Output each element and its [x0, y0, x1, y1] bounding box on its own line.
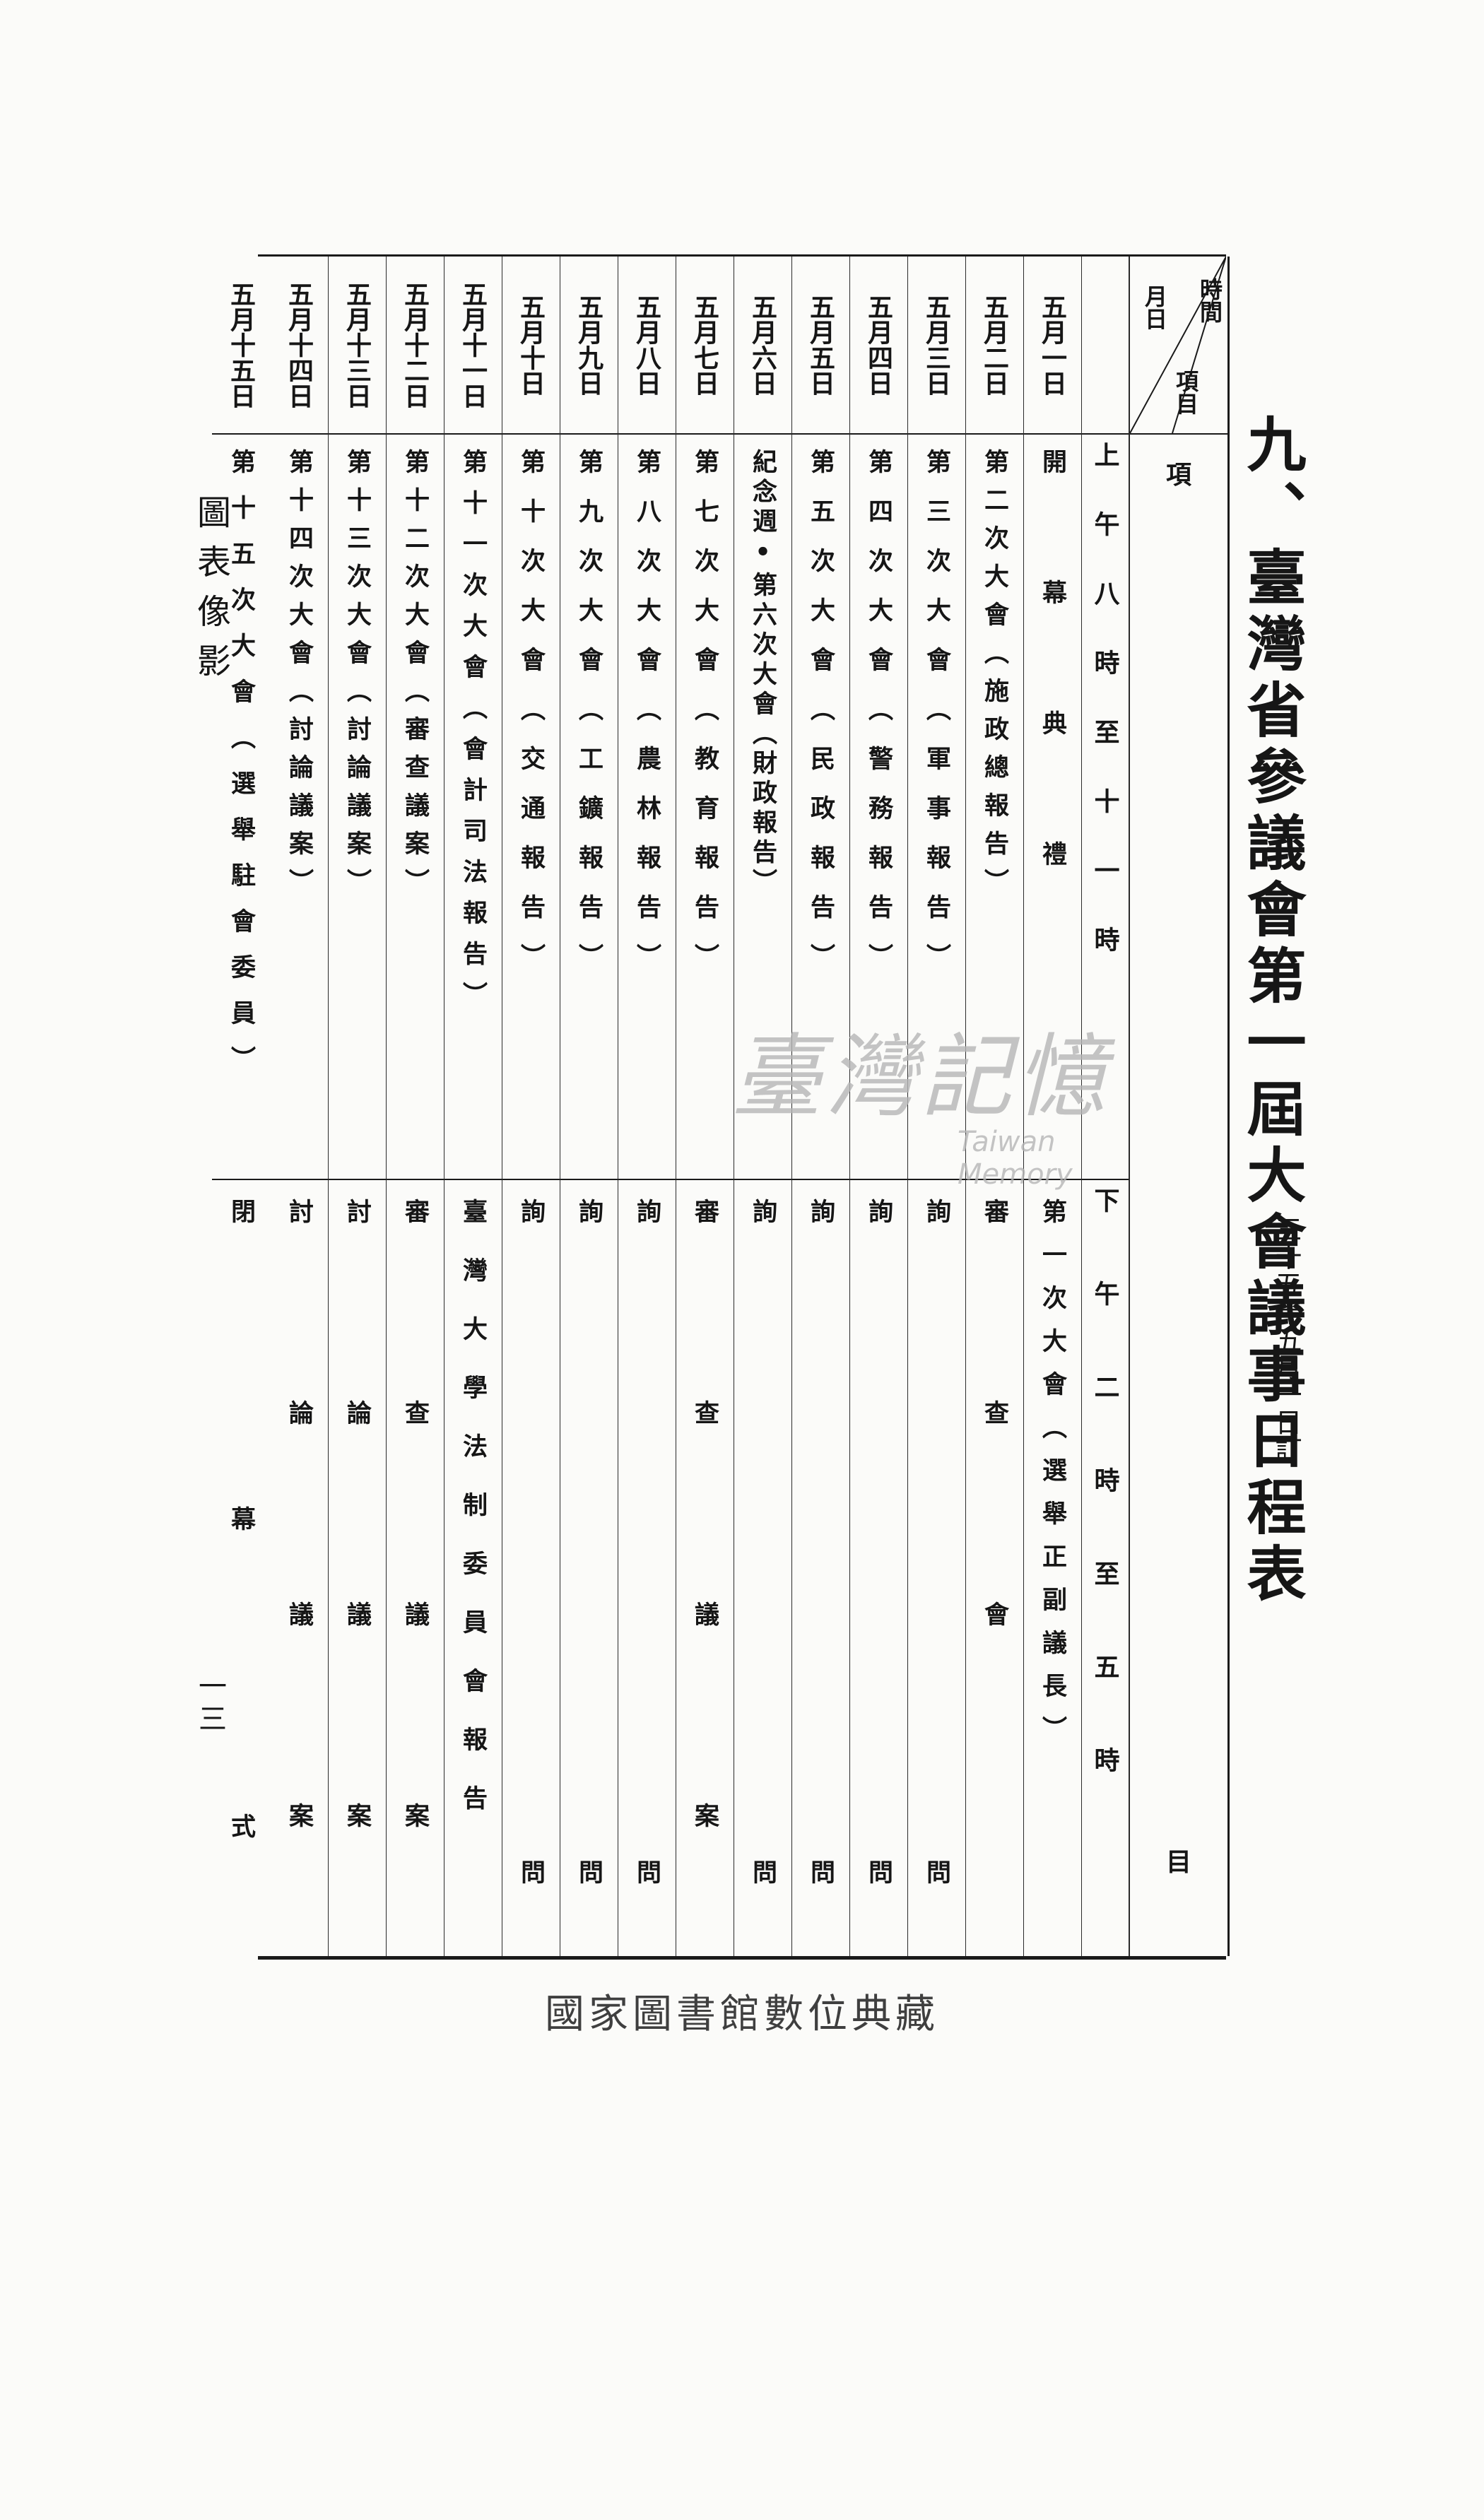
day-morning: 第五次大會（民政報告）: [806, 449, 835, 993]
day-date: 五月八日: [632, 294, 661, 396]
day-afternoon: 臺灣大學法制委員會報告: [459, 1199, 488, 1844]
day-morning: 第三次大會（軍事報告）: [922, 449, 951, 993]
header-corner-cell: 時間 月日 項目: [1130, 257, 1227, 435]
day-column-12: 五月十二日 第十二次大會（審查議案） 審查議案: [386, 257, 444, 2004]
day-morning: 第八次大會（農林報告）: [632, 449, 661, 993]
day-morning: 第十二次大會（審查議案）: [401, 449, 430, 907]
day-column-15: 五月十五日 第十五次大會（選舉駐會委員） 閉幕式: [212, 257, 270, 2121]
day-column-3: 五月三日 第三次大會（軍事報告） 詢問: [907, 257, 966, 2520]
day-column-4: 五月四日 第四次大會（警務報告） 詢問: [849, 257, 908, 2520]
day-morning: 第七次大會（教育報告）: [690, 449, 719, 993]
day-morning: 第十五次大會（選舉駐會委員）: [227, 449, 256, 1092]
day-column-6: 五月六日 紀念週•第六次大會（財政報告） 詢問: [734, 257, 792, 2520]
day-morning: 第四次大會（警務報告）: [864, 449, 893, 993]
day-afternoon: 第一次大會（選舉正副議長）: [1038, 1199, 1067, 1759]
day-date: 五月四日: [864, 294, 893, 396]
time-column-top: [1081, 257, 1129, 435]
day-morning: 第十一次大會（會計司法報告）: [459, 449, 488, 1023]
time-afternoon-cell: 下午二時至五時: [1081, 1179, 1129, 1956]
section-label: 圖表像影: [191, 495, 230, 693]
header-item-char-bottom: 目: [1165, 1847, 1191, 1877]
day-afternoon: 審查會: [980, 1199, 1009, 1803]
day-date: 五月五日: [806, 294, 835, 396]
day-afternoon: 詢問: [632, 1199, 661, 2520]
day-afternoon: 審查議案: [401, 1199, 430, 2004]
day-date: 五月十三日: [342, 281, 372, 408]
day-date: 五月一日: [1037, 294, 1067, 396]
day-morning: 第十次大會（交通報告）: [517, 449, 546, 993]
time-afternoon-label: 下午二時至五時: [1090, 1187, 1120, 1840]
header-item-char-top: 項: [1165, 460, 1191, 490]
day-date: 五月十一日: [458, 281, 488, 408]
day-date: 五月十四日: [284, 281, 314, 408]
day-date: 五月六日: [748, 294, 777, 396]
corner-label-item: 項目: [1172, 370, 1199, 415]
day-afternoon: 詢問: [575, 1199, 603, 2520]
day-column-10: 五月十日 第十次大會（交通報告） 詢問: [502, 257, 560, 2520]
day-column-13: 五月十三日 第十三次大會（討論議案） 討論議案: [328, 257, 387, 2004]
day-afternoon: 詢問: [864, 1199, 893, 2520]
day-morning: 第二次大會（施政總報告）: [980, 449, 1009, 907]
day-morning: 第九次大會（工鑛報告）: [575, 449, 603, 993]
day-date: 五月二日: [979, 294, 1009, 396]
corner-label-time: 時間: [1196, 278, 1223, 323]
time-column: 上午八時至十一時 下午二時至五時: [1081, 257, 1129, 1956]
time-morning-cell: 上午八時至十一時: [1081, 433, 1129, 1180]
day-column-2: 五月二日 第二次大會（施政總報告） 審查會: [965, 257, 1024, 1956]
day-afternoon: 詢問: [517, 1199, 546, 2520]
corner-diagonal-lines: [1130, 257, 1226, 433]
day-afternoon: 審查議案: [690, 1199, 719, 2004]
day-column-7: 五月七日 第七次大會（教育報告） 審查議案: [676, 257, 734, 2004]
day-date: 五月三日: [921, 294, 951, 396]
footer-credit: 國家圖書館數位典藏: [545, 1991, 939, 2037]
day-afternoon: 討論議案: [285, 1199, 314, 2004]
revision-date: 三十五年五月一日訂: [1271, 1215, 1302, 1464]
day-afternoon: 詢問: [922, 1199, 951, 2520]
day-date: 五月十二日: [400, 281, 430, 408]
day-date: 五月七日: [690, 294, 719, 396]
day-date: 五月十五日: [226, 281, 256, 408]
day-morning: 第十四次大會（討論議案）: [285, 449, 314, 907]
day-afternoon: 閉幕式: [227, 1199, 256, 2121]
page-number: 一三: [194, 1671, 226, 1736]
header-item-cell: 項 目: [1130, 433, 1227, 1956]
day-column-8: 五月八日 第八次大會（農林報告） 詢問: [618, 257, 676, 2520]
day-afternoon: 討論議案: [343, 1199, 372, 2004]
day-afternoon: 詢問: [748, 1199, 777, 2520]
day-afternoon: 詢問: [806, 1199, 835, 2520]
day-column-9: 五月九日 第九次大會（工鑛報告） 詢問: [560, 257, 618, 2520]
day-date: 五月九日: [574, 294, 603, 396]
time-morning-label: 上午八時至十一時: [1090, 442, 1120, 996]
day-column-14: 五月十四日 第十四次大會（討論議案） 討論議案: [270, 257, 329, 2004]
schedule-table: 時間 月日 項目 項 目 上午八時至十一時 下午二時至五時 五月一日 開幕典禮 …: [212, 254, 1230, 2520]
day-column-11: 五月十一日 第十一次大會（會計司法報告） 臺灣大學法制委員會報告: [444, 257, 502, 1956]
day-morning: 紀念週•第六次大會（財政報告）: [748, 449, 777, 898]
day-column-1: 五月一日 開幕典禮 第一次大會（選舉正副議長）: [1023, 257, 1082, 1956]
day-morning: 開幕典禮: [1038, 449, 1067, 972]
page-title: 九、臺灣省參議會第一屆大會議事日程表: [1237, 413, 1307, 1609]
day-column-5: 五月五日 第五次大會（民政報告） 詢問: [791, 257, 850, 2520]
corner-label-month-day: 月日: [1141, 285, 1168, 330]
day-date: 五月十日: [516, 294, 546, 396]
header-column: 時間 月日 項目 項 目: [1129, 257, 1230, 1956]
day-morning: 第十三次大會（討論議案）: [343, 449, 372, 907]
